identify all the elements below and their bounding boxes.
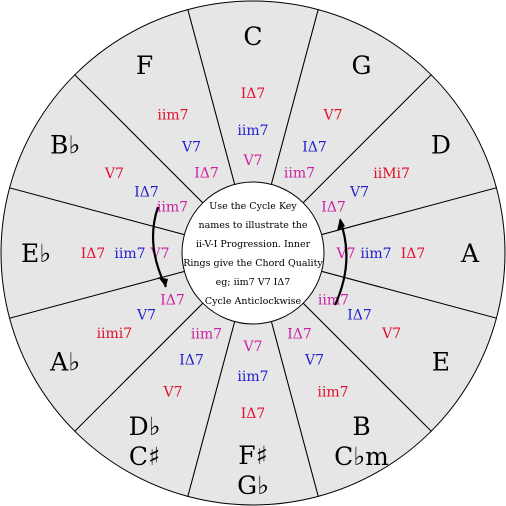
right-cycle-arrow-shaft — [334, 219, 348, 306]
chord-quality-label: V7 — [242, 339, 262, 355]
chord-quality-label: V7 — [162, 385, 182, 401]
chord-quality-label: V7 — [181, 140, 201, 156]
chord-quality-label: iiMi7 — [373, 166, 410, 182]
chord-quality-label: V7 — [149, 246, 169, 262]
key-name-label: B♭ — [50, 131, 80, 160]
chord-quality-label: iim7 — [191, 327, 222, 343]
right-cycle-arrowhead — [337, 218, 345, 231]
chord-quality-label: V7 — [304, 353, 324, 369]
sector-wedge — [187, 0, 319, 255]
key-name-label: G♭ — [237, 471, 269, 500]
key-name-label: C — [243, 22, 262, 51]
key-name-label: E — [432, 348, 450, 377]
key-name-label: F — [136, 51, 153, 80]
key-name-label: F♯ — [238, 441, 267, 470]
anticlockwise-arrows — [151, 206, 348, 306]
sector-wedge — [251, 74, 498, 254]
chord-quality-label: IΔ7 — [134, 185, 159, 201]
chord-quality-label: IΔ7 — [179, 353, 204, 369]
key-label-layer: C G D A E BC♭m F♯G♭ D♭C♯ A♭ E♭ B♭ F — [21, 22, 480, 500]
chord-quality-label: iim7 — [237, 123, 268, 139]
chord-quality-label: iim7 — [360, 246, 391, 262]
chord-quality-label: V7 — [242, 153, 262, 169]
sector-wedge — [8, 74, 255, 254]
chord-quality-label: iim7 — [318, 293, 349, 309]
chord-quality-label: IΔ7 — [241, 406, 266, 422]
chord-quality-label: IΔ7 — [302, 140, 327, 156]
key-name-label: B — [352, 412, 370, 441]
center-instruction-note: Use the Cycle Key names to illustrate the… — [183, 201, 323, 307]
key-name-label: A♭ — [49, 348, 80, 377]
key-name-label: C♯ — [129, 442, 160, 471]
chord-quality-label: V7 — [104, 166, 124, 182]
chord-quality-label: IΔ7 — [81, 246, 106, 262]
sector-wedge — [187, 251, 319, 506]
left-cycle-arrowhead — [158, 277, 168, 287]
center-note-line: eg; iim7 V7 IΔ7 — [216, 277, 291, 288]
key-name-label: D — [431, 131, 451, 160]
center-note-line: Use the Cycle Key — [209, 201, 297, 212]
chord-quality-label: IΔ7 — [401, 246, 426, 262]
chord-quality-label: iim7 — [157, 200, 188, 216]
chord-quality-label: iim7 — [114, 246, 145, 262]
key-name-label: C♭m — [334, 442, 389, 471]
center-disc — [181, 181, 325, 325]
sector-wedge — [251, 252, 498, 432]
center-note-line: Cycle Anticlockwise — [205, 296, 302, 307]
chord-quality-label: iim7 — [317, 385, 348, 401]
center-note-line: names to illustrate the — [198, 220, 307, 231]
chord-quality-label: IΔ7 — [321, 200, 346, 216]
chord-quality-label: IΔ7 — [194, 166, 219, 182]
chord-quality-label: iim7 — [157, 107, 188, 123]
center-note-line: Rings give the Chord Quality — [183, 258, 323, 269]
chord-quality-label: IΔ7 — [347, 308, 372, 324]
key-name-label: D♭ — [129, 412, 161, 441]
chord-quality-label: iimi7 — [97, 326, 133, 342]
chord-quality-label: V7 — [349, 185, 369, 201]
chord-quality-label: iim7 — [237, 369, 268, 385]
center-note-line: ii-V-I Progression. Inner — [196, 239, 311, 250]
sector-wedge — [252, 8, 432, 255]
chord-quality-label: V7 — [381, 326, 401, 342]
sector-wedge — [74, 8, 254, 255]
chord-quality-label: V7 — [136, 308, 156, 324]
sector-wedge — [252, 251, 432, 498]
chord-quality-label: iim7 — [284, 166, 315, 182]
chord-quality-label: IΔ7 — [241, 86, 266, 102]
sector-wedge — [74, 251, 254, 498]
key-name-label: A — [460, 239, 480, 268]
chord-quality-label: IΔ7 — [160, 293, 185, 309]
chord-quality-label: IΔ7 — [287, 327, 312, 343]
sector-wedge — [0, 187, 255, 319]
sector-wedge — [8, 252, 255, 432]
chord-quality-label: V7 — [322, 107, 342, 123]
sector-wedge — [251, 187, 506, 319]
key-name-label: G — [352, 51, 372, 80]
key-name-label: E♭ — [21, 239, 51, 268]
